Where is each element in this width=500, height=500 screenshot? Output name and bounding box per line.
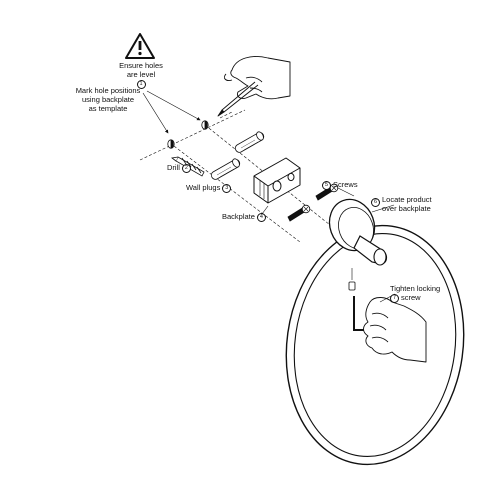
towel-ring-icon bbox=[285, 198, 465, 466]
warning-label: Ensure holes are level 1 bbox=[118, 61, 164, 89]
step-3-badge: 3 bbox=[222, 183, 232, 193]
wall-plugs-text: Wall plugs bbox=[186, 183, 221, 192]
level-guide-lines bbox=[139, 109, 331, 243]
drill-text: Drill bbox=[167, 163, 180, 172]
backplate-text: Backplate bbox=[222, 212, 255, 221]
wall-plug-icon bbox=[210, 131, 265, 180]
step-1-badge: 1 bbox=[136, 80, 146, 89]
locate-product-label: Locate product over backplate bbox=[382, 195, 432, 213]
step-4-badge: 4 bbox=[256, 212, 266, 222]
hole-mark-icon bbox=[167, 120, 209, 149]
hand-with-pencil-icon bbox=[217, 56, 291, 117]
step-6-badge: 6 bbox=[371, 197, 380, 207]
step-5-badge: 5 bbox=[322, 180, 331, 190]
mark-line-1: Mark hole positions bbox=[75, 86, 141, 95]
mark-line-2: using backplate bbox=[81, 95, 135, 104]
locate-line-2: over backplate bbox=[382, 204, 431, 213]
tighten-line-1: Tighten locking bbox=[390, 284, 441, 293]
screws-text: Screws bbox=[333, 180, 358, 189]
screw-icon bbox=[287, 183, 339, 222]
mark-holes-label: Mark hole positions using backplate as t… bbox=[72, 86, 144, 113]
step-6-badge-wrap: 6 bbox=[371, 197, 380, 207]
step-7-badge: 7 bbox=[390, 293, 399, 303]
warning-line-2: are level bbox=[126, 70, 156, 79]
warning-triangle-icon bbox=[125, 33, 155, 59]
warning-line-1: Ensure holes bbox=[119, 61, 163, 70]
locate-line-1: Locate product bbox=[382, 195, 432, 204]
step-2-badge: 2 bbox=[181, 163, 191, 173]
mark-line-3: as template bbox=[88, 104, 128, 113]
backplate-icon bbox=[253, 157, 301, 204]
tighten-line-2-text: screw bbox=[401, 293, 421, 302]
hand-holding-key-icon bbox=[363, 297, 427, 363]
mark-leader-lines bbox=[142, 90, 201, 134]
